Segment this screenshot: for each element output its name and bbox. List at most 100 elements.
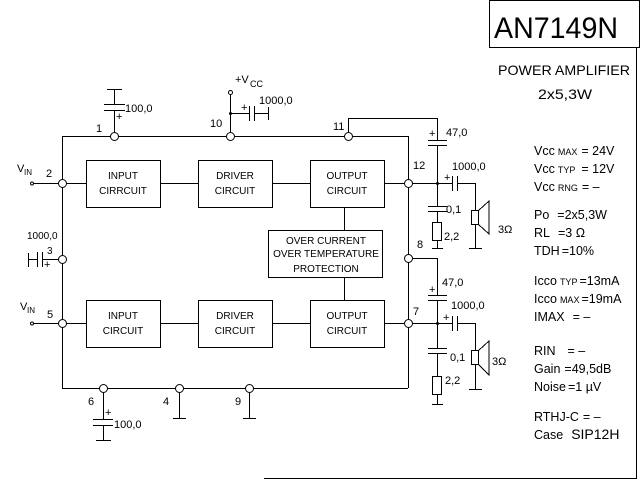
c-zobel-ch2-value: 0,1 [450, 352, 465, 364]
svg-text:Gain=49,5dB: Gain=49,5dB [534, 362, 611, 376]
svg-text:INPUT: INPUT [108, 171, 138, 182]
ch2-output-network: + 47,0 + 1000,0 0,1 2,2 3Ω [410, 258, 506, 405]
c-out-ch2-value: 1000,0 [451, 300, 485, 312]
ic-pins [58, 132, 413, 393]
svg-text:7: 7 [413, 306, 419, 318]
pin-5 [58, 319, 67, 328]
ch1-output-network: + 47,0 + 1000,0 0,1 2,2 3Ω [410, 118, 512, 249]
power-rating: 2x5,3W [538, 86, 593, 102]
pin4-ground [173, 392, 186, 419]
svg-text:11: 11 [333, 121, 344, 133]
pin-7 [404, 319, 413, 328]
pin6-capacitor: + 100,0 [93, 392, 142, 441]
svg-text:RTHJ-C= –: RTHJ-C= – [534, 410, 601, 424]
driver-circuit-block-1: DRIVER CIRCUIT [198, 160, 273, 208]
svg-text:IMAX= –: IMAX= – [534, 310, 590, 324]
signal-lines-ch1 [62, 183, 408, 300]
speaker-ch1-icon [478, 199, 490, 236]
svg-text:DRIVER: DRIVER [216, 311, 254, 322]
part-number: AN7149N [494, 12, 618, 45]
input-circuit-block-1: INPUT CIRRCUIT [86, 160, 161, 208]
svg-text:+: + [429, 284, 435, 296]
pin1-decoupling-capacitor: + 100,0 [104, 89, 153, 132]
c-boot-ch1-value: 47,0 [446, 127, 467, 139]
svg-text:+: + [429, 128, 435, 140]
output-circuit-block-1: OUTPUT CIRCUIT [310, 160, 385, 208]
svg-text:OVER CURRENT: OVER CURRENT [286, 236, 366, 247]
c-pin1-value: 100,0 [125, 103, 153, 115]
svg-text:5: 5 [47, 309, 53, 321]
pin-6 [99, 384, 108, 393]
spec-rthjc: RTHJ-C= – [534, 410, 601, 424]
pin-2 [58, 179, 67, 188]
pin-11 [344, 132, 353, 141]
vin-input-2: V IN [20, 301, 60, 326]
protection-block: OVER CURRENT OVER TEMPERATURE PROTECTION [268, 230, 383, 278]
svg-text:IN: IN [24, 168, 32, 177]
pin-9 [245, 384, 254, 393]
svg-text:INPUT: INPUT [108, 311, 138, 322]
svg-text:+: + [241, 102, 247, 114]
svg-text:10: 10 [210, 118, 222, 130]
pin9-ground [243, 392, 256, 419]
input-circuit-block-2: INPUT CIRCUIT [86, 300, 161, 348]
svg-text:CIRCUIT: CIRCUIT [327, 326, 368, 337]
svg-text:2: 2 [46, 168, 52, 180]
spec-tdh: TDH=10% [534, 244, 594, 258]
spec-rin: RIN= – [534, 344, 585, 358]
svg-text:4: 4 [163, 396, 169, 408]
svg-text:OUTPUT: OUTPUT [326, 311, 367, 322]
device-description: POWER AMPLIFIER [498, 62, 630, 78]
svg-text:12: 12 [413, 160, 425, 172]
c-out-ch1-value: 1000,0 [452, 161, 486, 173]
vin-input-1: V IN [17, 163, 60, 186]
svg-text:1: 1 [96, 123, 102, 135]
c-pin10-value: 1000,0 [259, 95, 293, 107]
svg-text:Po=2x5,3W: Po=2x5,3W [534, 208, 607, 222]
svg-text:RL=3 Ω: RL=3 Ω [534, 226, 585, 240]
pin-8 [404, 254, 413, 263]
c-boot-ch2-value: 47,0 [442, 277, 463, 289]
pin3-capacitor: + 1000,0 [27, 231, 60, 271]
svg-text:9: 9 [235, 396, 241, 408]
speaker-ch2-icon [478, 339, 490, 377]
svg-text:DRIVER: DRIVER [216, 171, 254, 182]
svg-text:6: 6 [88, 396, 94, 408]
vcc-label: +V [235, 74, 249, 86]
svg-text:CIRCUIT: CIRCUIT [215, 326, 256, 337]
driver-circuit-block-2: DRIVER CIRCUIT [198, 300, 273, 348]
svg-text:PROTECTION: PROTECTION [293, 264, 359, 275]
svg-text:V: V [20, 301, 28, 313]
svg-text:OUTPUT: OUTPUT [326, 171, 367, 182]
spec-po: Po=2x5,3W [534, 208, 607, 222]
pin-3 [58, 255, 67, 264]
svg-text:Noise=1 µV: Noise=1 µV [534, 380, 602, 394]
speaker-ch1-value: 3Ω [498, 224, 512, 236]
r-zobel-ch2-value: 2,2 [445, 375, 460, 387]
speaker-ch2-value: 3Ω [492, 356, 506, 368]
c-zobel-ch1-value: 0,1 [446, 204, 461, 216]
svg-text:CC: CC [250, 79, 263, 89]
c-pin3-value: 1000,0 [27, 231, 58, 242]
pin-12 [404, 179, 413, 188]
c-pin6-value: 100,0 [114, 419, 142, 431]
svg-text:CIRCUIT: CIRCUIT [215, 186, 256, 197]
svg-text:OVER TEMPERATURE: OVER TEMPERATURE [273, 249, 379, 260]
svg-text:TDH=10%: TDH=10% [534, 244, 594, 258]
svg-text:8: 8 [417, 239, 423, 251]
spec-imax: IMAX= – [534, 310, 590, 324]
svg-text:+: + [116, 111, 122, 123]
